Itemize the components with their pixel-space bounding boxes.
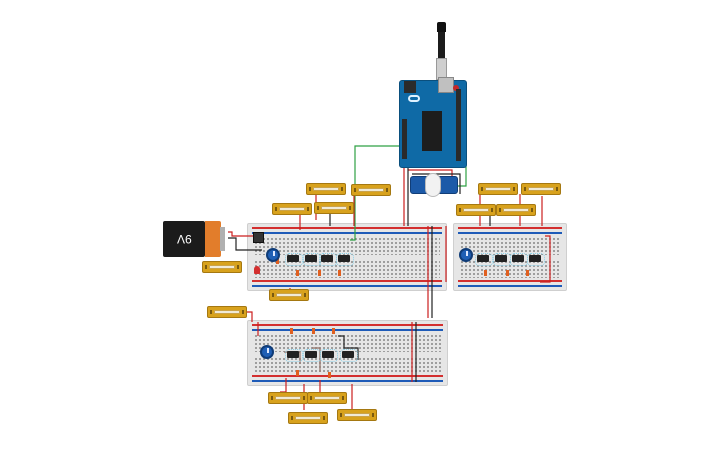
arduino-logo-icon xyxy=(408,95,420,102)
breadboard-bottom[interactable] xyxy=(247,320,448,386)
lcd-module[interactable] xyxy=(202,261,242,273)
ic-chip[interactable] xyxy=(475,253,493,266)
lcd-module[interactable] xyxy=(314,202,354,214)
resistor[interactable] xyxy=(296,370,299,376)
ic-chip[interactable] xyxy=(340,349,358,362)
battery-terminal xyxy=(220,227,225,251)
resistor[interactable] xyxy=(312,328,315,334)
jumper-wire[interactable] xyxy=(312,347,321,372)
lcd-module[interactable] xyxy=(456,204,496,216)
red-led[interactable] xyxy=(254,266,260,274)
lcd-module[interactable] xyxy=(351,184,391,196)
resistor[interactable] xyxy=(338,270,341,276)
ground-rail xyxy=(458,232,562,234)
lcd-module[interactable] xyxy=(521,183,561,195)
resistor[interactable] xyxy=(506,270,509,276)
power-rail xyxy=(252,227,442,229)
potentiometer[interactable] xyxy=(266,248,280,262)
battery-body: 9V xyxy=(163,221,205,257)
ground-wire[interactable] xyxy=(338,335,359,360)
ground-rail xyxy=(252,232,442,234)
lcd-module[interactable] xyxy=(478,183,518,195)
resistor[interactable] xyxy=(328,372,331,378)
power-rail xyxy=(252,280,442,282)
ic-chip[interactable] xyxy=(510,253,528,266)
ground-rail xyxy=(252,285,442,287)
resistor[interactable] xyxy=(484,270,487,276)
power-rail xyxy=(252,375,443,377)
battery-9v[interactable]: 9V xyxy=(163,221,225,257)
ground-rail xyxy=(252,329,443,331)
ground-rail xyxy=(252,380,443,382)
usb-cable[interactable] xyxy=(436,22,447,80)
ic-chip[interactable] xyxy=(303,253,321,266)
resistor[interactable] xyxy=(526,270,529,276)
resistor[interactable] xyxy=(290,328,293,334)
microcontroller-chip xyxy=(422,111,442,151)
resistor[interactable] xyxy=(318,270,321,276)
resistor[interactable] xyxy=(296,270,299,276)
potentiometer[interactable] xyxy=(459,248,473,262)
power-rail xyxy=(458,227,562,229)
lcd-module[interactable] xyxy=(272,203,312,215)
lcd-module[interactable] xyxy=(306,183,346,195)
lcd-module[interactable] xyxy=(269,289,309,301)
lcd-module[interactable] xyxy=(207,306,247,318)
servo-motor[interactable] xyxy=(410,173,458,197)
ground-rail xyxy=(458,285,562,287)
lcd-module[interactable] xyxy=(337,409,377,421)
lcd-module[interactable] xyxy=(307,392,347,404)
battery-label: 9V xyxy=(176,232,192,246)
resistor[interactable] xyxy=(276,258,279,264)
usb-cable-neck xyxy=(438,32,445,58)
breadboard-main[interactable] xyxy=(247,223,447,291)
breadboard-holes xyxy=(254,237,440,255)
power-rail xyxy=(458,280,562,282)
lcd-module[interactable] xyxy=(496,204,536,216)
lcd-module[interactable] xyxy=(288,412,328,424)
lcd-module[interactable] xyxy=(268,392,308,404)
potentiometer[interactable] xyxy=(260,345,274,359)
ic-chip[interactable] xyxy=(285,349,303,362)
servo-horn[interactable] xyxy=(425,173,441,197)
reset-button[interactable] xyxy=(453,85,459,91)
ic-chip[interactable] xyxy=(336,253,354,266)
analog-pin-header[interactable] xyxy=(402,119,407,159)
battery-cap xyxy=(205,221,221,257)
ic-chip[interactable] xyxy=(527,253,545,266)
usb-plug-icon xyxy=(437,22,446,32)
resistor[interactable] xyxy=(332,328,335,334)
ic-chip[interactable] xyxy=(320,349,338,362)
ic-chip[interactable] xyxy=(319,253,337,266)
arduino-uno-board[interactable] xyxy=(399,77,467,168)
breadboard-right[interactable] xyxy=(453,223,567,291)
power-jack xyxy=(404,81,416,93)
power-wire[interactable] xyxy=(280,378,287,393)
digital-pin-header[interactable] xyxy=(456,89,461,161)
ground-wire[interactable] xyxy=(228,237,262,251)
power-rail xyxy=(252,324,443,326)
usb-port xyxy=(438,77,454,93)
slide-switch[interactable] xyxy=(253,232,264,243)
breadboard-holes xyxy=(254,334,441,352)
ic-chip[interactable] xyxy=(493,253,511,266)
breadboard-holes xyxy=(460,237,560,255)
power-wire[interactable] xyxy=(228,231,262,237)
ic-chip[interactable] xyxy=(303,349,321,362)
ic-chip[interactable] xyxy=(285,253,303,266)
power-wire[interactable] xyxy=(540,235,551,283)
